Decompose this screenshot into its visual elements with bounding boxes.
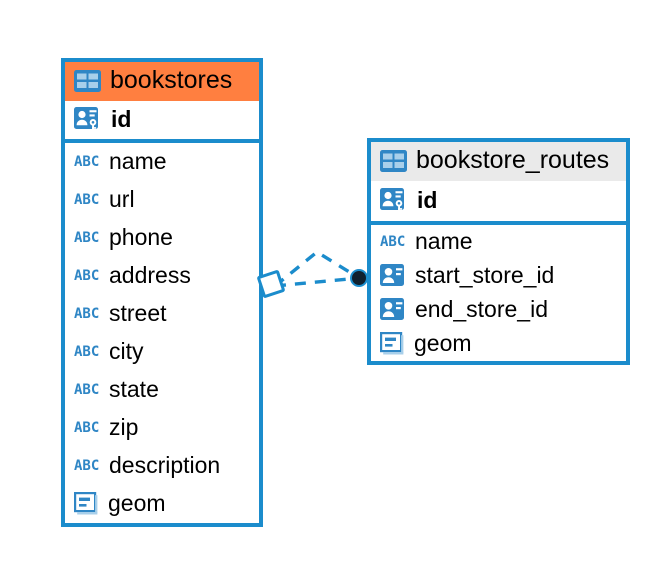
field-label: city — [109, 338, 144, 365]
field-label-primary-key: id — [417, 187, 438, 214]
entity-name-label: bookstore_routes — [416, 146, 610, 174]
svg-text:ABC: ABC — [74, 420, 99, 436]
field-label: phone — [109, 224, 173, 251]
field-label: description — [109, 452, 221, 479]
primary-key-icon — [380, 187, 408, 214]
field-label: url — [109, 186, 135, 213]
field-label: start_store_id — [415, 262, 555, 289]
field-row-address[interactable]: ABC address — [65, 257, 259, 295]
field-label: geom — [108, 490, 166, 517]
field-row-state[interactable]: ABC state — [65, 371, 259, 409]
relationship-edge-lower — [274, 276, 360, 288]
svg-text:ABC: ABC — [74, 268, 99, 284]
field-label: street — [109, 300, 167, 327]
svg-text:ABC: ABC — [74, 382, 99, 398]
svg-text:ABC: ABC — [74, 344, 99, 360]
text-type-icon: ABC — [74, 191, 100, 208]
svg-text:ABC: ABC — [380, 234, 405, 250]
relationship-edge-upper — [273, 249, 360, 288]
field-label-primary-key: id — [111, 106, 132, 133]
field-label: zip — [109, 414, 139, 441]
field-list-bookstore-routes: ABC name start_store_id — [371, 225, 626, 361]
text-type-icon: ABC — [74, 419, 100, 436]
svg-text:ABC: ABC — [74, 306, 99, 322]
field-label: name — [415, 228, 473, 255]
entity-table-bookstore-routes[interactable]: bookstore_routes id ABC — [367, 138, 630, 365]
svg-text:ABC: ABC — [74, 154, 99, 170]
field-row-zip[interactable]: ABC zip — [65, 409, 259, 447]
foreign-key-icon — [380, 263, 406, 288]
field-list-bookstores: ABC name ABC url ABC phone — [65, 143, 259, 523]
field-row-name[interactable]: ABC name — [371, 225, 626, 259]
text-type-icon: ABC — [380, 233, 406, 250]
text-type-icon: ABC — [74, 343, 100, 360]
text-type-icon: ABC — [74, 229, 100, 246]
field-row-geom[interactable]: geom — [65, 485, 259, 523]
field-row-city[interactable]: ABC city — [65, 333, 259, 371]
field-label: state — [109, 376, 159, 403]
entity-header-bookstore-routes[interactable]: bookstore_routes — [371, 142, 626, 181]
field-row-description[interactable]: ABC description — [65, 447, 259, 485]
foreign-key-icon — [380, 297, 406, 322]
text-type-icon: ABC — [74, 153, 100, 170]
table-icon — [74, 69, 101, 92]
text-type-icon: ABC — [74, 381, 100, 398]
entity-table-bookstores[interactable]: bookstores id ABC n — [61, 58, 263, 527]
field-label: name — [109, 148, 167, 175]
text-type-icon: ABC — [74, 267, 100, 284]
entity-name-label: bookstores — [110, 66, 233, 94]
text-type-icon: ABC — [74, 305, 100, 322]
field-label: end_store_id — [415, 296, 548, 323]
relationship-connector[interactable] — [255, 236, 375, 322]
field-row-url[interactable]: ABC url — [65, 181, 259, 219]
svg-text:ABC: ABC — [74, 192, 99, 208]
entity-header-bookstores[interactable]: bookstores — [65, 62, 259, 101]
field-row-primary-key[interactable]: id — [371, 181, 626, 221]
field-row-street[interactable]: ABC street — [65, 295, 259, 333]
field-row-primary-key[interactable]: id — [65, 101, 259, 139]
svg-text:ABC: ABC — [74, 230, 99, 246]
svg-text:ABC: ABC — [74, 458, 99, 474]
field-row-name[interactable]: ABC name — [65, 143, 259, 181]
field-row-phone[interactable]: ABC phone — [65, 219, 259, 257]
table-icon — [380, 149, 407, 172]
geometry-type-icon — [380, 332, 405, 355]
field-row-start-store-id[interactable]: start_store_id — [371, 259, 626, 293]
primary-key-divider — [371, 220, 626, 225]
primary-key-icon — [74, 106, 102, 133]
relationship-target-circle — [350, 269, 368, 287]
text-type-icon: ABC — [74, 457, 100, 474]
field-label: address — [109, 262, 191, 289]
primary-key-divider — [65, 138, 259, 143]
field-label: geom — [414, 330, 472, 357]
field-row-geom[interactable]: geom — [371, 327, 626, 361]
field-row-end-store-id[interactable]: end_store_id — [371, 293, 626, 327]
geometry-type-icon — [74, 492, 99, 515]
